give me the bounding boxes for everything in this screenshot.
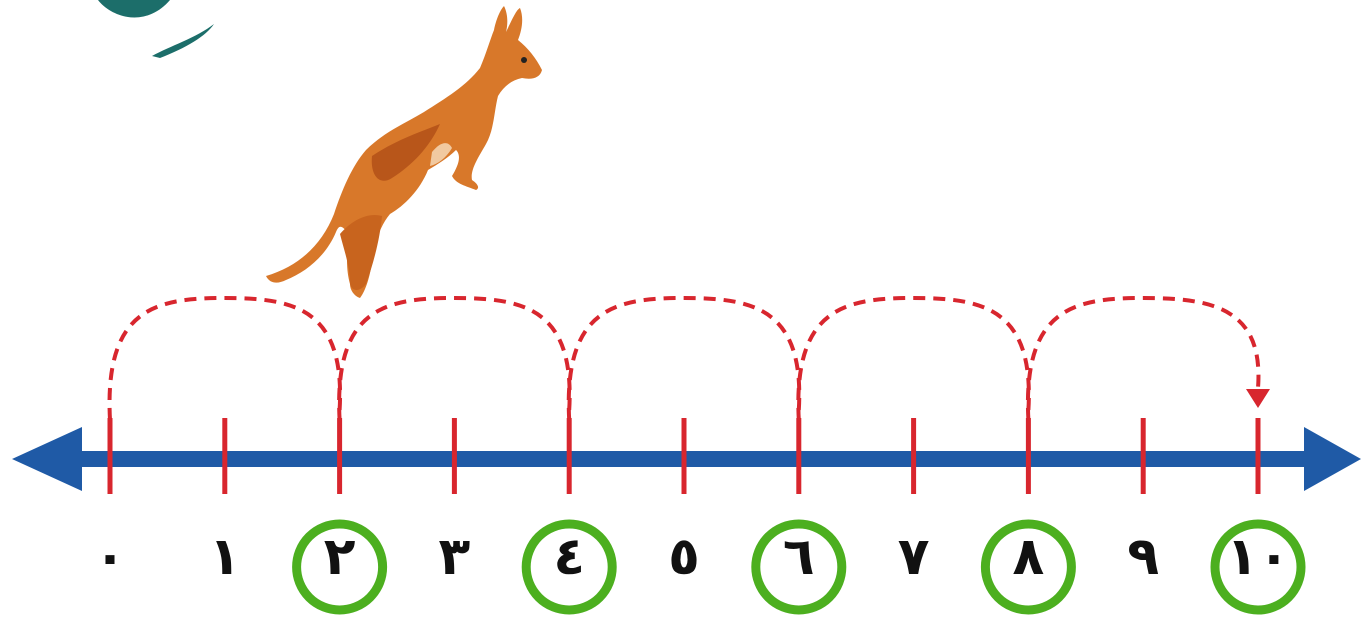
tick-label-10: ١٠ bbox=[1226, 527, 1289, 587]
answer-circle-10 bbox=[1210, 519, 1306, 615]
tick-label-8: ٨ bbox=[1013, 527, 1045, 587]
left-arrowhead bbox=[12, 427, 82, 491]
tick-labels: ٠ ١ ٢ ٣ ٤ ٥ ٦ ٧ ٨ ٩ ١٠ bbox=[94, 527, 1290, 587]
jump-arc-8-10 bbox=[1025, 295, 1261, 421]
tick-label-4: ٤ bbox=[553, 527, 585, 587]
tick-label-5: ٥ bbox=[668, 527, 700, 587]
logo-swoosh-icon bbox=[98, 0, 214, 58]
jump-arcs bbox=[107, 295, 1270, 421]
answer-circle-8 bbox=[980, 519, 1076, 615]
number-line bbox=[12, 427, 1361, 491]
tick-label-1: ١ bbox=[209, 527, 241, 587]
jump-arc-4-6 bbox=[566, 295, 802, 421]
answer-circle-6 bbox=[751, 519, 847, 615]
jump-arc-2-4 bbox=[337, 295, 572, 421]
tick-label-6: ٦ bbox=[783, 527, 815, 587]
tick-label-2: ٢ bbox=[324, 527, 356, 587]
right-arrowhead bbox=[1304, 427, 1361, 491]
jump-arrowhead bbox=[1246, 389, 1270, 408]
kangaroo-icon bbox=[266, 6, 542, 298]
tick-label-3: ٣ bbox=[439, 527, 471, 587]
tick-label-0: ٠ bbox=[94, 527, 126, 587]
tick-label-7: ٧ bbox=[898, 527, 930, 587]
tick-marks bbox=[107, 418, 1261, 494]
tick-label-9: ٩ bbox=[1127, 527, 1159, 587]
answer-circles bbox=[292, 519, 1306, 615]
jump-arc-0-2 bbox=[107, 295, 343, 421]
answer-circle-4 bbox=[521, 519, 617, 615]
answer-circle-2 bbox=[292, 519, 388, 615]
jump-arc-6-8 bbox=[796, 295, 1031, 421]
